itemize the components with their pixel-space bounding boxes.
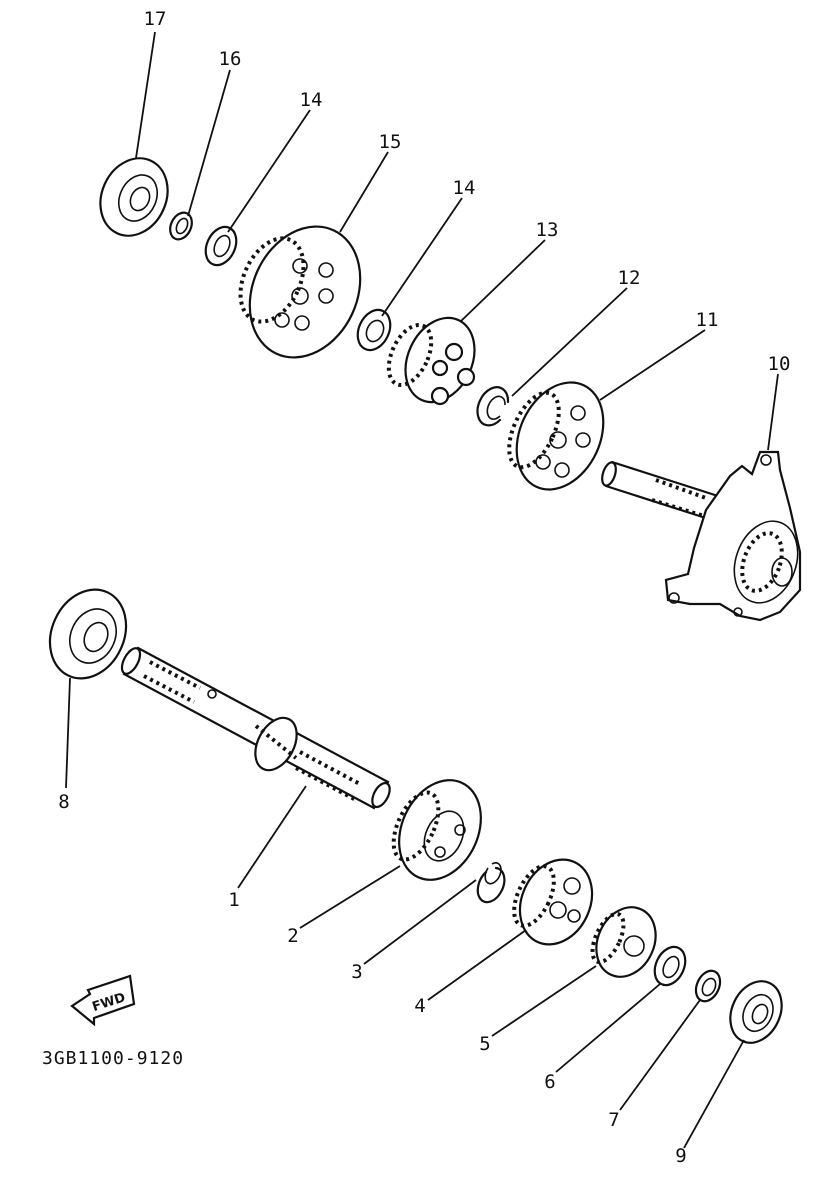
main-shaft-1 [120,646,391,810]
circlip-16 [169,211,193,241]
callout-3: 3 [351,961,362,983]
callout-10: 10 [768,353,791,375]
circlip-7 [694,969,722,1003]
callout-16: 16 [219,48,242,70]
callout-9: 9 [675,1145,686,1167]
callout-11: 11 [696,309,719,331]
callout-17: 17 [144,8,167,30]
callout-4: 4 [414,995,425,1017]
circlip-12 [476,386,510,427]
leader-lines [65,31,779,1149]
diagram-code: 3GB1100-9120 [42,1048,184,1069]
gear-4 [512,858,594,946]
callout-15: 15 [379,131,402,153]
bearing-9 [729,980,783,1044]
circlip-3 [476,862,506,904]
gear-11 [507,381,605,491]
callout-12: 12 [618,267,641,289]
callout-2: 2 [287,925,298,947]
callout-14-middle: 14 [453,177,476,199]
gear-5 [590,906,657,978]
bearing-8 [48,588,128,680]
callout-7: 7 [608,1109,619,1131]
callout-8: 8 [58,791,69,813]
washer-14-top [204,225,238,267]
callout-1: 1 [228,889,239,911]
bearing-17 [99,157,169,237]
gear-15 [238,225,362,359]
callout-5: 5 [479,1033,490,1055]
callout-14-top: 14 [300,89,323,111]
shaft-assembly-10 [601,450,802,622]
gear-2 [391,779,482,881]
callout-6: 6 [544,1071,555,1093]
washer-6 [653,945,687,987]
gear-13 [386,316,476,406]
washer-14-middle [356,308,392,352]
callout-13: 13 [536,219,559,241]
fwd-arrow-icon: FWD [70,974,136,1027]
